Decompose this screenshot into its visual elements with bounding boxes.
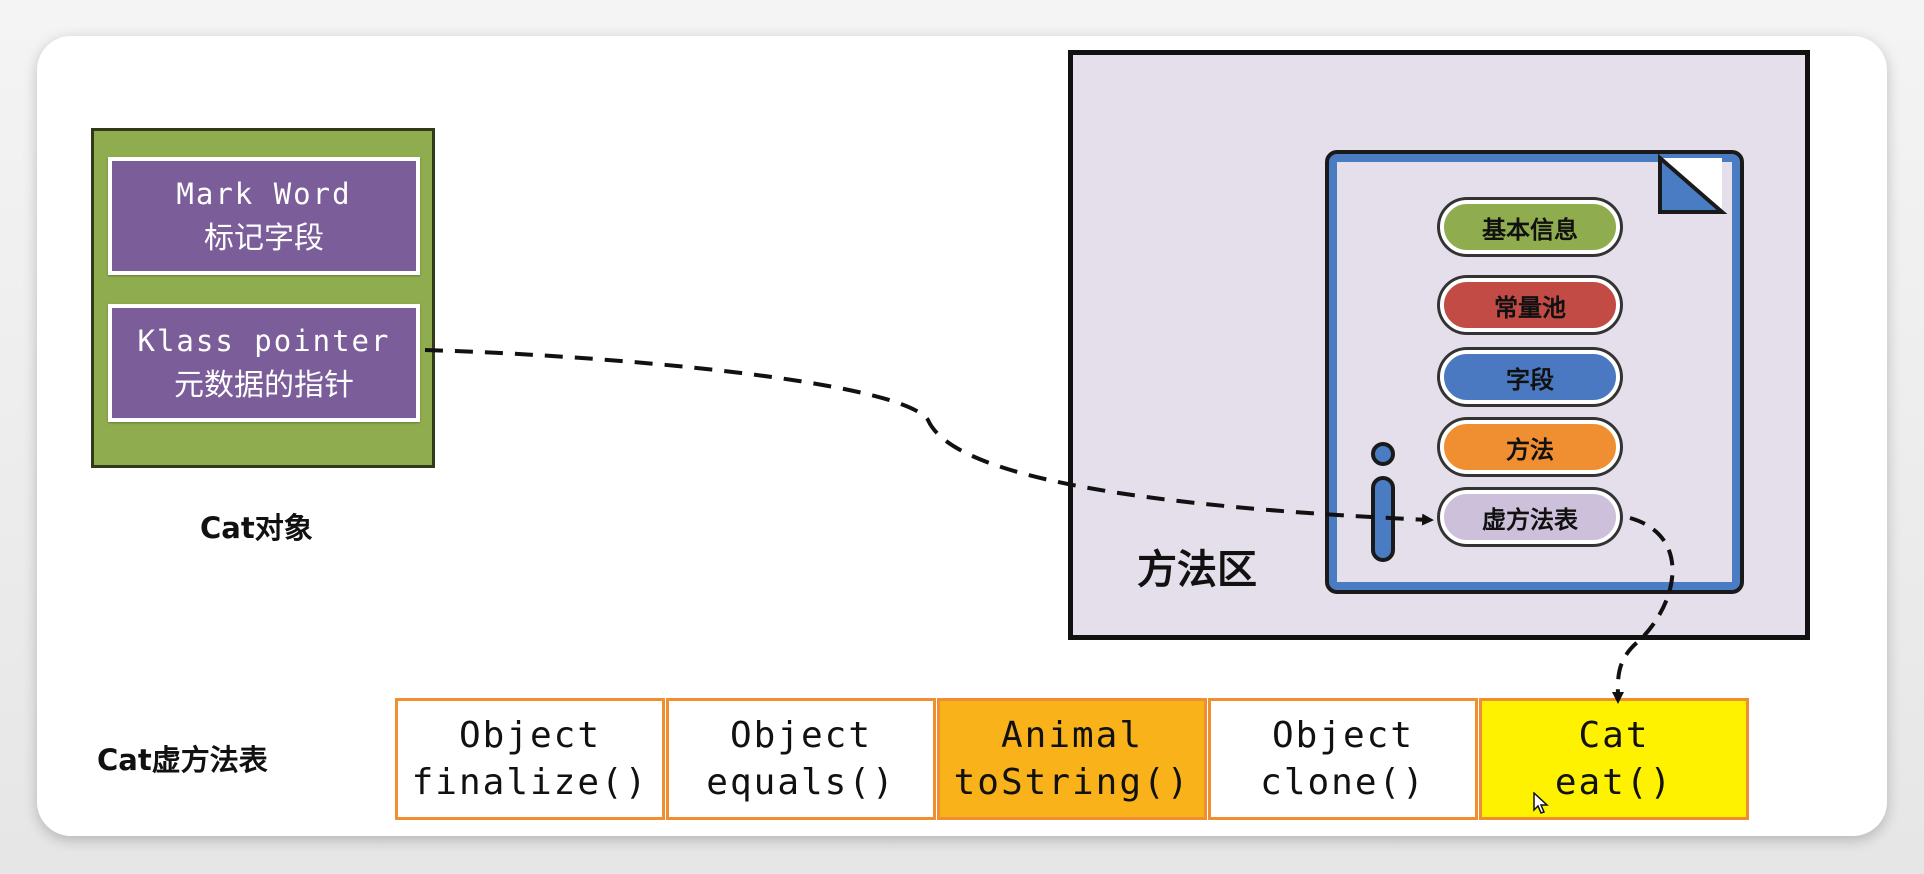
vtable-entry-method: equals()	[706, 762, 896, 803]
vtable-entry-owner: Object	[729, 715, 873, 756]
vtable-entry: Object clone()	[1208, 698, 1478, 820]
class-item-basic-info: 基本信息	[1440, 200, 1620, 254]
vtable-entry-owner: Animal	[1000, 715, 1144, 756]
vtable-entry: Cat eat()	[1479, 698, 1749, 820]
class-item-fields: 字段	[1440, 350, 1620, 404]
cat-object-caption: Cat对象	[200, 511, 313, 545]
vtable-entry-owner: Object	[1271, 715, 1415, 756]
method-area-label: 方法区	[1137, 547, 1257, 593]
mark-word-label: Mark Word	[176, 177, 352, 211]
klass-pointer-field: Klass pointer 元数据的指针	[108, 304, 420, 422]
klass-pointer-cn-label: 元数据的指针	[174, 368, 354, 403]
doc-folded-corner-icon	[1658, 153, 1728, 214]
vtable-entry-method: eat()	[1554, 762, 1674, 803]
vtable-entry-method: finalize()	[411, 762, 649, 803]
mouse-cursor-icon	[1533, 792, 1549, 814]
mark-word-field: Mark Word 标记字段	[108, 157, 420, 275]
vtable-caption: Cat虚方法表	[97, 743, 268, 777]
vtable-entry: Animal toString()	[937, 698, 1207, 820]
vtable-entry: Object equals()	[666, 698, 936, 820]
mark-word-cn-label: 标记字段	[204, 221, 324, 256]
info-icon	[1371, 442, 1395, 562]
virtual-method-table: Object finalize() Object equals() Animal…	[395, 698, 1750, 820]
vtable-entry-owner: Cat	[1578, 715, 1650, 756]
vtable-entry-method: toString()	[953, 762, 1191, 803]
klass-pointer-label: Klass pointer	[137, 324, 391, 358]
class-item-vtable: 虚方法表	[1440, 490, 1620, 544]
vtable-entry: Object finalize()	[395, 698, 665, 820]
vtable-entry-owner: Object	[458, 715, 602, 756]
class-item-methods: 方法	[1440, 420, 1620, 474]
class-item-constant-pool: 常量池	[1440, 278, 1620, 332]
cat-object-box: Mark Word 标记字段 Klass pointer 元数据的指针	[91, 128, 435, 468]
vtable-entry-method: clone()	[1260, 762, 1426, 803]
